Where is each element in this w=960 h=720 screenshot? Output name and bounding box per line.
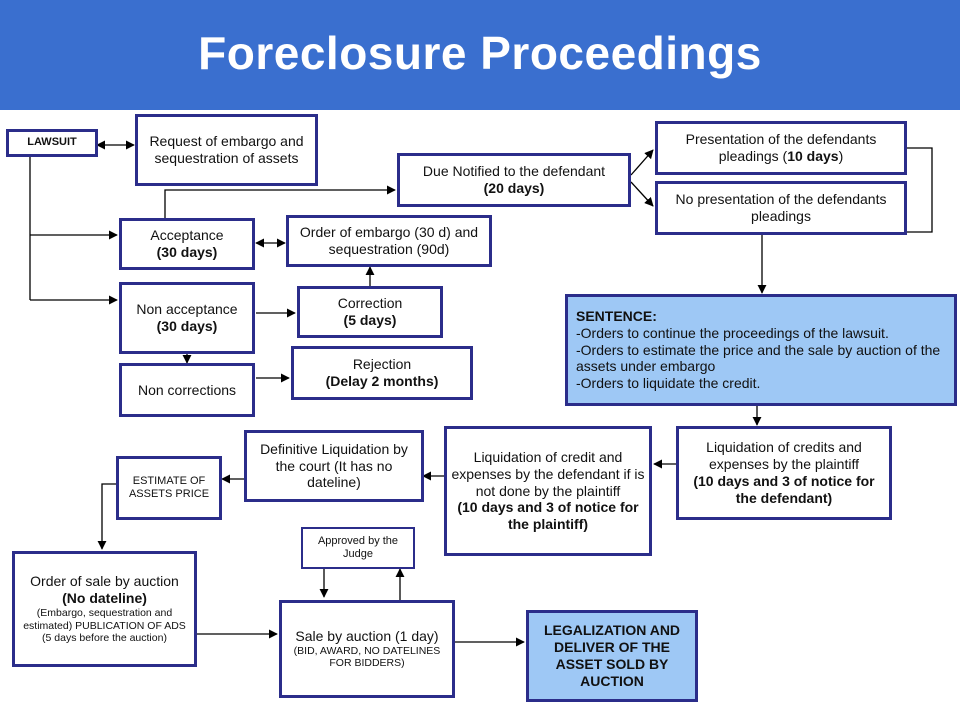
liquidation-defendant-label: Liquidation of credit and expenses by th… bbox=[451, 449, 645, 499]
order-of-sale-details: (Embargo, sequestration and estimated) P… bbox=[23, 606, 186, 645]
presentation-tail: ) bbox=[838, 148, 844, 164]
approved-label: Approved by the Judge bbox=[317, 534, 399, 560]
sale-by-auction-details: (BID, AWARD, NO DATELINES FOR BIDDERS) bbox=[293, 644, 441, 670]
presentation-duration: 10 days bbox=[787, 148, 839, 164]
page-title: Foreclosure Proceedings bbox=[198, 27, 762, 79]
estimate-box: ESTIMATE OF ASSETS PRICE bbox=[116, 456, 222, 520]
legalization-box: LEGALIZATION AND DELIVER OF THE ASSET SO… bbox=[526, 610, 698, 702]
non-acceptance-box: Non acceptance (30 days) bbox=[119, 282, 255, 354]
order-of-sale-box: Order of sale by auction (No dateline) (… bbox=[12, 551, 197, 667]
sentence-heading: SENTENCE: bbox=[576, 308, 657, 324]
title-banner bbox=[0, 0, 960, 110]
correction-label: Correction bbox=[337, 295, 403, 312]
connector-notified-nopresentation bbox=[630, 181, 654, 207]
non-corrections-box: Non corrections bbox=[119, 363, 255, 417]
order-embargo-box: Order of embargo (30 d) and sequestratio… bbox=[286, 215, 492, 267]
sale-by-auction-box: Sale by auction (1 day) (BID, AWARD, NO … bbox=[279, 600, 455, 698]
acceptance-label: Acceptance bbox=[150, 227, 224, 244]
connector-estimate-ordersale bbox=[97, 483, 116, 550]
connector-acceptance-notified bbox=[164, 185, 396, 218]
non-corrections-label: Non corrections bbox=[137, 381, 237, 398]
sale-by-auction-label: Sale by auction (1 day) bbox=[295, 628, 439, 644]
connector-presentation-bracket bbox=[907, 147, 933, 233]
connector-notified-presentation bbox=[630, 149, 654, 176]
presentation-label: Presentation of the defendants pleadings… bbox=[685, 131, 877, 164]
liquidation-defendant-box: Liquidation of credit and expenses by th… bbox=[444, 426, 652, 556]
sentence-box: SENTENCE: -Orders to continue the procee… bbox=[565, 294, 957, 406]
liquidation-plaintiff-label: Liquidation of credits and expenses by t… bbox=[706, 439, 862, 473]
acceptance-duration: (30 days) bbox=[156, 244, 218, 260]
request-embargo-label: Request of embargo and sequestration of … bbox=[149, 133, 304, 166]
due-notified-duration: (20 days) bbox=[483, 180, 545, 196]
sentence-line: -Orders to estimate the price and the sa… bbox=[576, 341, 941, 375]
acceptance-box: Acceptance (30 days) bbox=[119, 218, 255, 270]
order-of-sale-dateline: (No dateline) bbox=[62, 590, 147, 607]
liquidation-plaintiff-box: Liquidation of credits and expenses by t… bbox=[676, 426, 892, 520]
liquidation-plaintiff-duration: (10 days and 3 of notice for the defenda… bbox=[693, 473, 875, 506]
approved-box: Approved by the Judge bbox=[301, 527, 415, 569]
rejection-box: Rejection (Delay 2 months) bbox=[291, 346, 473, 400]
correction-box: Correction (5 days) bbox=[297, 286, 443, 338]
liquidation-defendant-duration: (10 days and 3 of notice for the plainti… bbox=[457, 499, 639, 533]
correction-duration: (5 days) bbox=[343, 312, 397, 328]
request-embargo-box: Request of embargo and sequestration of … bbox=[135, 114, 318, 186]
no-presentation-label: No presentation of the defendants pleadi… bbox=[675, 191, 887, 224]
definitive-liquidation-box: Definitive Liquidation by the court (It … bbox=[244, 430, 424, 502]
rejection-duration: (Delay 2 months) bbox=[325, 373, 439, 389]
due-notified-label: Due Notified to the defendant bbox=[422, 163, 606, 180]
lawsuit-label: LAWSUIT bbox=[27, 136, 77, 149]
legalization-label: LEGALIZATION AND DELIVER OF THE ASSET SO… bbox=[543, 622, 681, 689]
sentence-line: -Orders to liquidate the credit. bbox=[576, 375, 761, 392]
non-acceptance-label: Non acceptance bbox=[136, 301, 238, 318]
order-of-sale-label: Order of sale by auction bbox=[30, 573, 179, 590]
rejection-label: Rejection bbox=[352, 356, 412, 373]
estimate-label: ESTIMATE OF ASSETS PRICE bbox=[128, 474, 210, 500]
presentation-text: Presentation of the defendants pleadings… bbox=[662, 131, 900, 165]
definitive-liquidation-label: Definitive Liquidation by the court (It … bbox=[260, 440, 408, 491]
no-presentation-box: No presentation of the defendants pleadi… bbox=[655, 181, 907, 235]
due-notified-box: Due Notified to the defendant (20 days) bbox=[397, 153, 631, 207]
sentence-line: -Orders to continue the proceedings of t… bbox=[576, 324, 889, 341]
order-embargo-label: Order of embargo (30 d) and sequestratio… bbox=[299, 224, 479, 257]
lawsuit-box: LAWSUIT bbox=[6, 129, 98, 157]
non-acceptance-duration: (30 days) bbox=[156, 318, 218, 334]
presentation-box: Presentation of the defendants pleadings… bbox=[655, 121, 907, 175]
order-of-sale-text: Order of sale by auction (No dateline) bbox=[19, 573, 190, 607]
